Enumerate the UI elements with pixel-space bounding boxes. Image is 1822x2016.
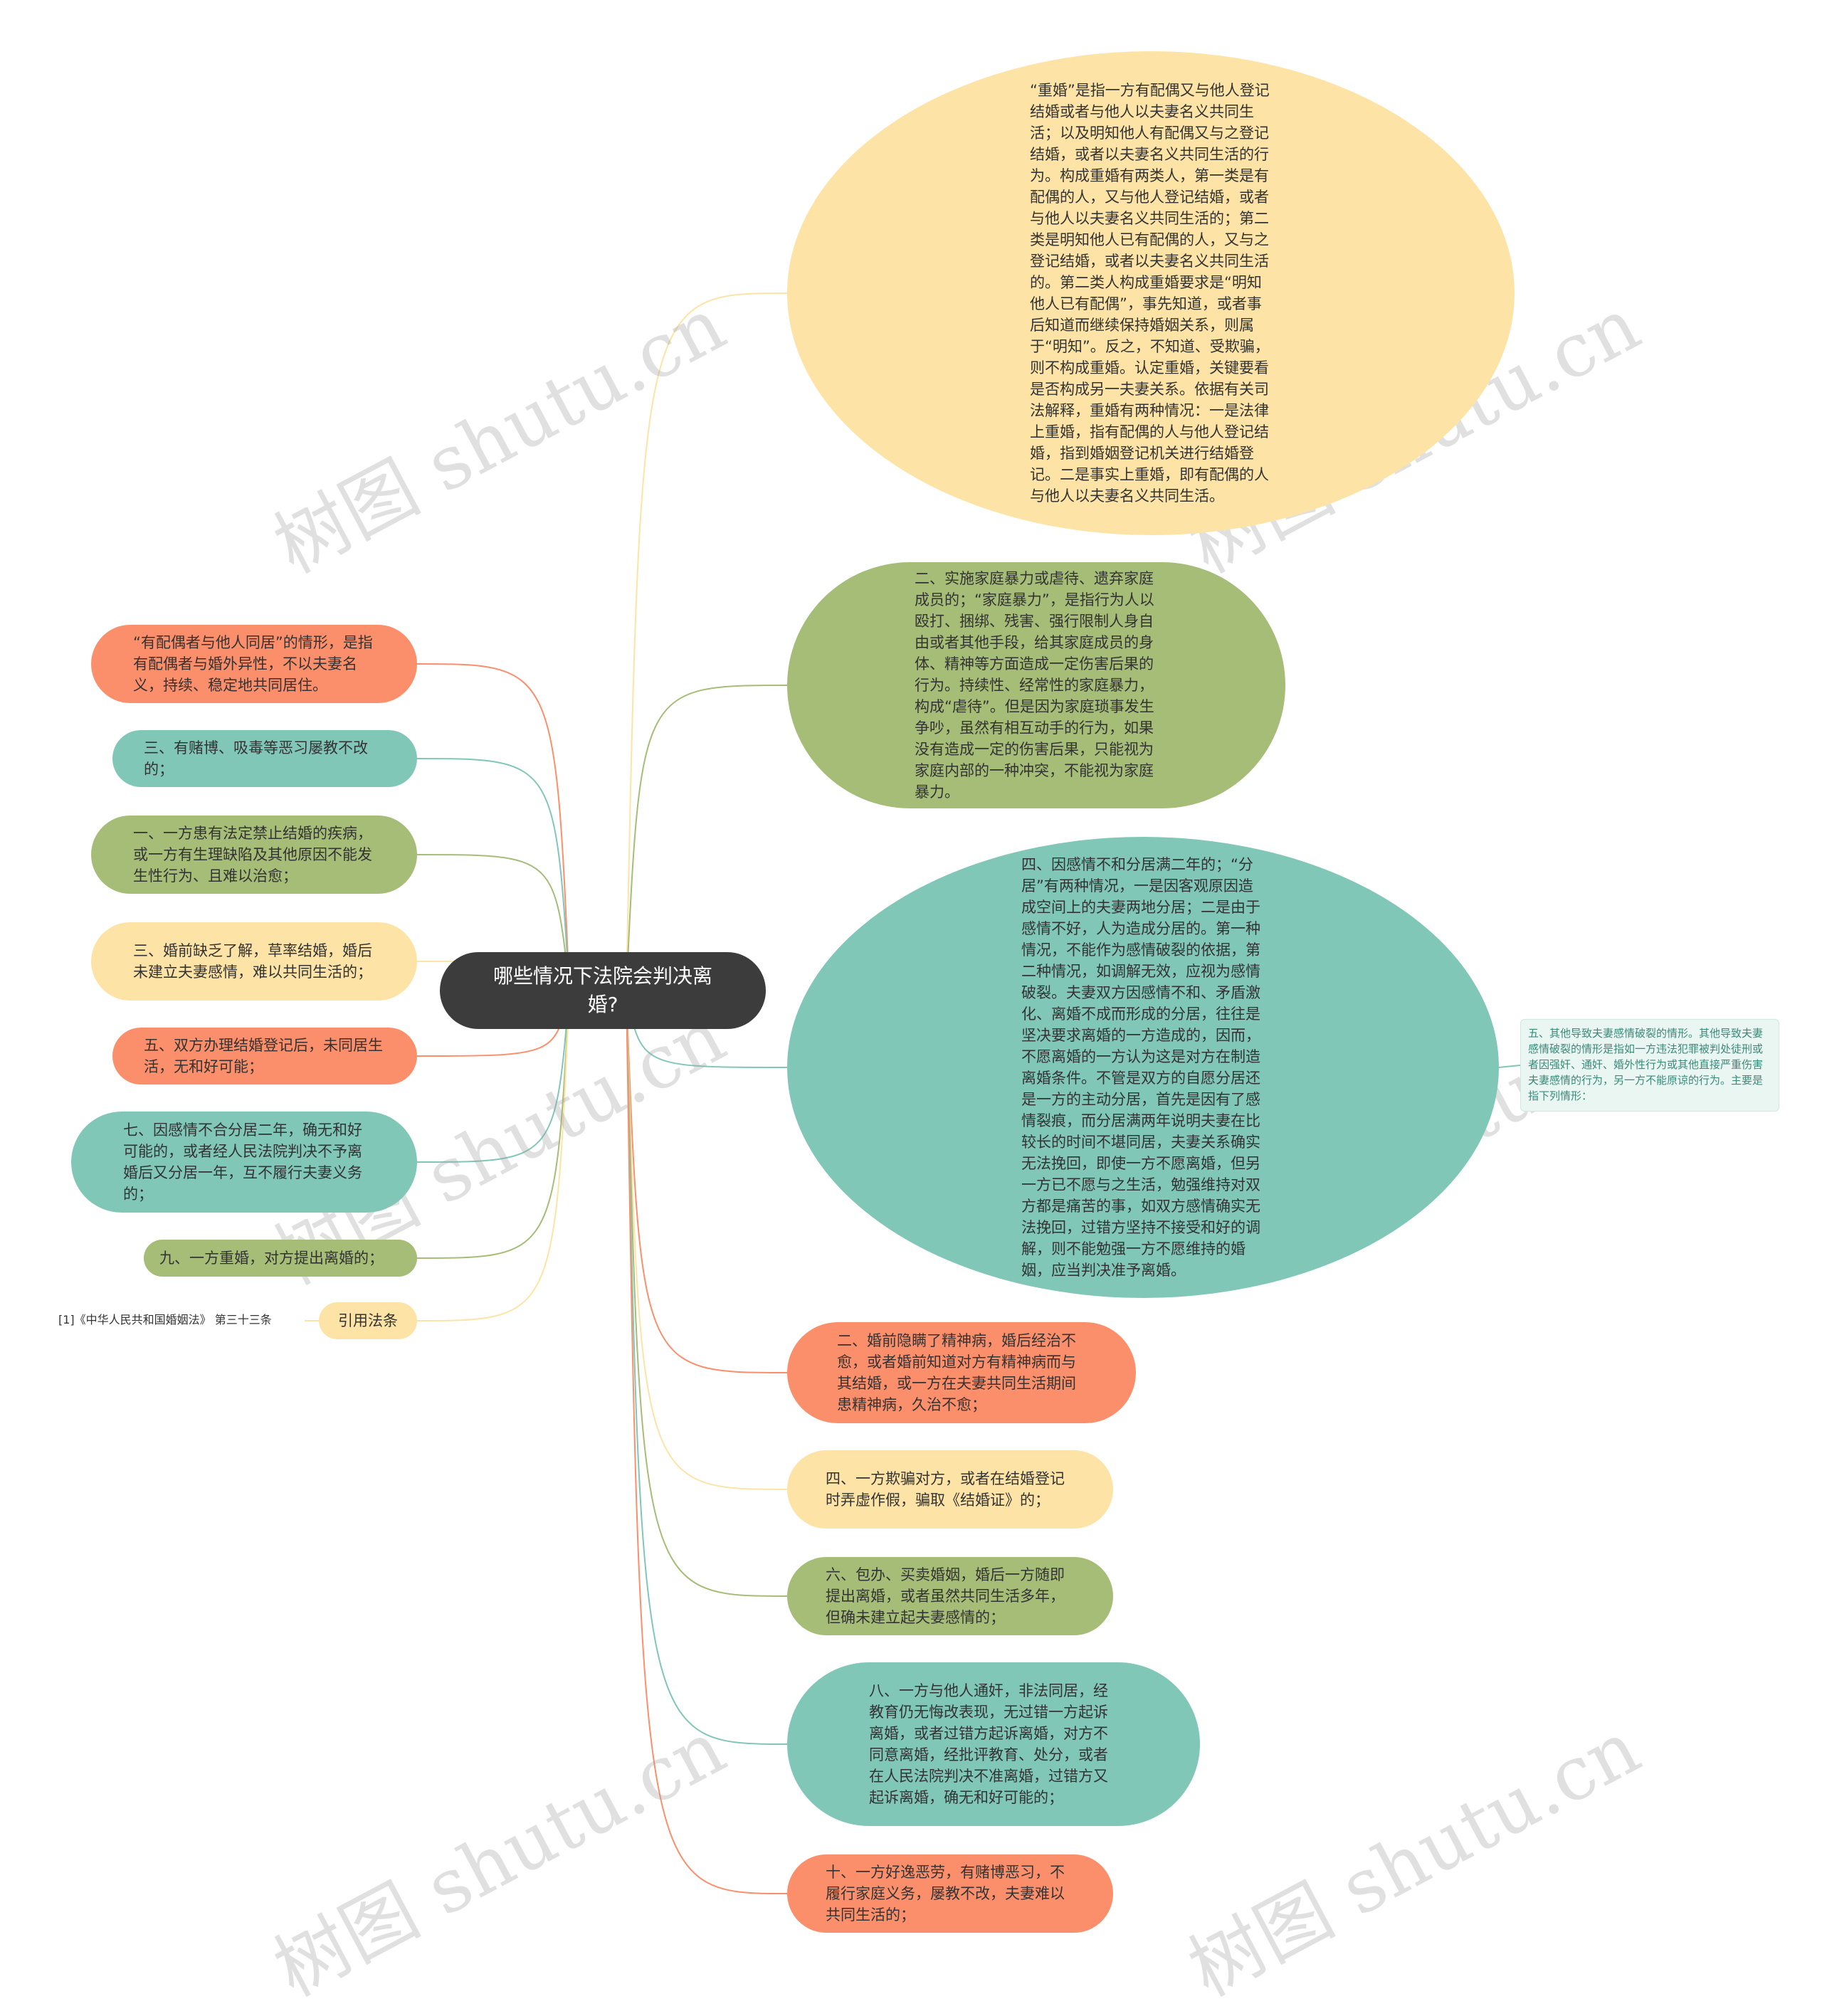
connector-line [626, 685, 788, 991]
root-topic[interactable]: 哪些情况下法院会判决离婚? [440, 952, 766, 1029]
topic-cited-law[interactable]: 引用法条 [319, 1302, 417, 1339]
topic-text: 三、婚前缺乏了解，草率结婚，婚后未建立夫妻感情，难以共同生活的； [133, 942, 372, 981]
topic-gambling-idleness[interactable]: 十、一方好逸恶劳，有赌博恶习，不履行家庭义务，屡教不改，夫妻难以共同生活的； [787, 1854, 1113, 1933]
topic-adultery[interactable]: 八、一方与他人通奸，非法同居，经教育仍无悔改表现，无过错一方起诉离婚，或者过错方… [787, 1662, 1200, 1826]
topic-separation-two-years[interactable]: 四、因感情不和分居满二年的；“分居”有两种情况，一是因客观原因造成空间上的夫妻两… [787, 837, 1499, 1298]
topic-gambling-drugs[interactable]: 三、有赌博、吸毒等恶习屡教不改的； [112, 730, 417, 787]
topic-text: 二、实施家庭暴力或虐待、遗弃家庭成员的；“家庭暴力”，是指行为人以殴打、捆绑、残… [915, 570, 1154, 801]
root-topic-label: 哪些情况下法院会判决离婚? [493, 964, 712, 1016]
topic-domestic-violence[interactable]: 二、实施家庭暴力或虐待、遗弃家庭成员的；“家庭暴力”，是指行为人以殴打、捆绑、残… [787, 562, 1285, 808]
topic-no-cohabitation[interactable]: 五、双方办理结婚登记后，未同居生活，无和好可能； [112, 1028, 417, 1084]
topic-fraud-registration[interactable]: 四、一方欺骗对方，或者在结婚登记时弄虚作假，骗取《结婚证》的； [787, 1450, 1113, 1529]
topic-text: 五、双方办理结婚登记后，未同居生活，无和好可能； [144, 1037, 383, 1075]
connector-line [416, 990, 570, 1163]
connector-line [416, 758, 570, 991]
topic-mental-illness[interactable]: 二、婚前隐瞒了精神病，婚后经治不愈，或者婚前知道对方有精神病而与其结婚，或一方在… [787, 1322, 1136, 1423]
law-reference[interactable]: [1]《中华人民共和国婚姻法》 第三十三条 [58, 1312, 300, 1328]
connector-line [626, 990, 788, 1490]
topic-text: 八、一方与他人通奸，非法同居，经教育仍无悔改表现，无过错一方起诉离婚，或者过错方… [869, 1682, 1108, 1806]
topic-text: 七、因感情不合分居二年，确无和好可能的，或者经人民法院判决不予离婚后又分居一年，… [123, 1122, 362, 1203]
topic-text: 四、一方欺骗对方，或者在结婚登记时弄虚作假，骗取《结婚证》的； [826, 1470, 1065, 1509]
topic-arranged-marriage[interactable]: 六、包办、买卖婚姻，婚后一方随即提出离婚，或者虽然共同生活多年，但确未建立起夫妻… [787, 1557, 1113, 1635]
connector-line [416, 854, 570, 991]
topic-text: “有配偶者与他人同居”的情形，是指有配偶者与婚外异性，不以夫妻名义，持续、稳定地… [133, 634, 373, 694]
connector-line [416, 990, 570, 1259]
connector-line [416, 663, 570, 991]
connector-line [626, 990, 788, 1745]
connector-line [626, 990, 788, 1894]
topic-text: 六、包办、买卖婚姻，婚后一方随即提出离婚，或者虽然共同生活多年，但确未建立起夫妻… [826, 1566, 1065, 1626]
connector-line [626, 990, 788, 1373]
topic-cohabitation[interactable]: “有配偶者与他人同居”的情形，是指有配偶者与婚外异性，不以夫妻名义，持续、稳定地… [91, 625, 417, 703]
topic-text: 四、因感情不和分居满二年的；“分居”有两种情况，一是因客观原因造成空间上的夫妻两… [1021, 856, 1260, 1279]
sub-topic-text: 五、其他导致夫妻感情破裂的情形。其他导致夫妻感情破裂的情形是指如一方违法犯罪被判… [1528, 1027, 1764, 1102]
law-reference-text: [1]《中华人民共和国婚姻法》 第三十三条 [58, 1313, 272, 1326]
topic-separation-after-ruling[interactable]: 七、因感情不合分居二年，确无和好可能的，或者经人民法院判决不予离婚后又分居一年，… [71, 1112, 417, 1213]
topic-disease-defect[interactable]: 一、一方患有法定禁止结婚的疾病，或一方有生理缺陷及其他原因不能发生性行为、且难以… [91, 816, 417, 894]
topic-text: 十、一方好逸恶劳，有赌博恶习，不履行家庭义务，屡教不改，夫妻难以共同生活的； [826, 1864, 1065, 1923]
connector-line [626, 990, 788, 1597]
topic-hasty-marriage[interactable]: 三、婚前缺乏了解，草率结婚，婚后未建立夫妻感情，难以共同生活的； [91, 922, 417, 1001]
topic-text: 九、一方重婚，对方提出离婚的； [159, 1250, 384, 1267]
topic-text: 二、婚前隐瞒了精神病，婚后经治不愈，或者婚前知道对方有精神病而与其结婚，或一方在… [837, 1332, 1076, 1413]
sub-topic-other-breakdown[interactable]: 五、其他导致夫妻感情破裂的情形。其他导致夫妻感情破裂的情形是指如一方违法犯罪被判… [1520, 1019, 1779, 1112]
connector-line [626, 292, 788, 991]
topic-text: 一、一方患有法定禁止结婚的疾病，或一方有生理缺陷及其他原因不能发生性行为、且难以… [133, 825, 372, 885]
topic-text: 三、有赌博、吸毒等恶习屡教不改的； [144, 739, 368, 778]
connector-line [416, 990, 570, 1321]
topic-bigamy-definition[interactable]: “重婚”是指一方有配偶又与他人登记结婚或者与他人以夫妻名义共同生活；以及明知他人… [787, 51, 1515, 535]
topic-text: 引用法条 [338, 1312, 398, 1329]
connector-line [1498, 1065, 1521, 1068]
topic-text: “重婚”是指一方有配偶又与他人登记结婚或者与他人以夫妻名义共同生活；以及明知他人… [1030, 82, 1270, 505]
topic-bigamy[interactable]: 九、一方重婚，对方提出离婚的； [144, 1240, 417, 1277]
